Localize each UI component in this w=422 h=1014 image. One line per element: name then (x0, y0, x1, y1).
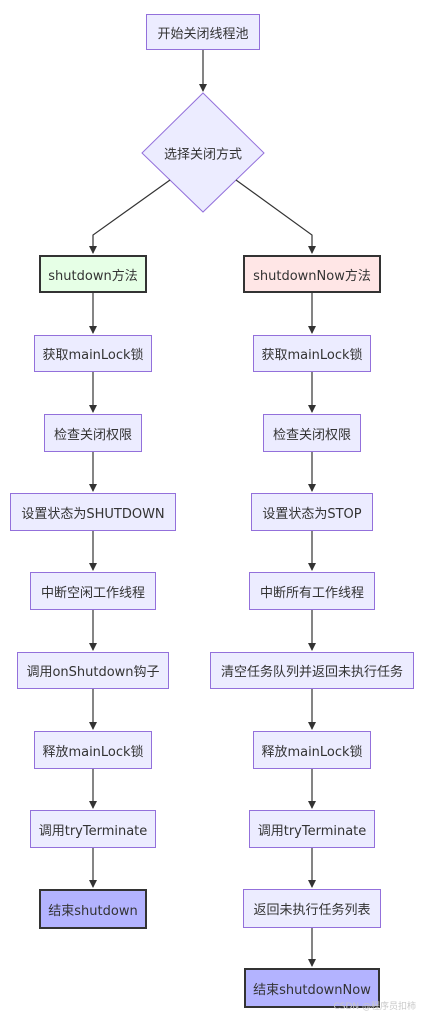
node-shutdown-now: shutdownNow方法 (243, 255, 381, 293)
node-left-set-state: 设置状态为SHUTDOWN (10, 493, 176, 531)
node-left-try-terminate: 调用tryTerminate (30, 810, 156, 848)
node-left-check-permission: 检查关闭权限 (44, 414, 142, 452)
decision-label: 选择关闭方式 (163, 147, 243, 163)
node-right-end: 结束shutdownNow (244, 968, 380, 1008)
node-right-return-list: 返回未执行任务列表 (243, 889, 381, 928)
node-left-get-lock: 获取mainLock锁 (34, 335, 152, 372)
node-right-release-lock: 释放mainLock锁 (253, 731, 371, 769)
node-left-end: 结束shutdown (39, 889, 147, 929)
decision-diamond (141, 92, 265, 213)
node-left-hook: 调用onShutdown钩子 (17, 652, 169, 689)
node-shutdown: shutdown方法 (39, 255, 147, 293)
watermark: CSDN @程序员扣柿 (333, 1002, 416, 1012)
edge-choose-shutdown (89, 179, 171, 254)
node-right-drain: 清空任务队列并返回未执行任务 (210, 652, 414, 689)
node-right-check-permission: 检查关闭权限 (263, 414, 361, 452)
node-right-try-terminate: 调用tryTerminate (249, 810, 375, 848)
node-right-interrupt: 中断所有工作线程 (249, 572, 375, 610)
node-right-set-state: 设置状态为STOP (251, 493, 373, 531)
node-start: 开始关闭线程池 (146, 14, 260, 50)
node-left-interrupt: 中断空闲工作线程 (30, 572, 156, 610)
edge-choose-shutdownnow (235, 179, 316, 254)
node-left-release-lock: 释放mainLock锁 (34, 731, 152, 769)
node-right-get-lock: 获取mainLock锁 (253, 335, 371, 372)
